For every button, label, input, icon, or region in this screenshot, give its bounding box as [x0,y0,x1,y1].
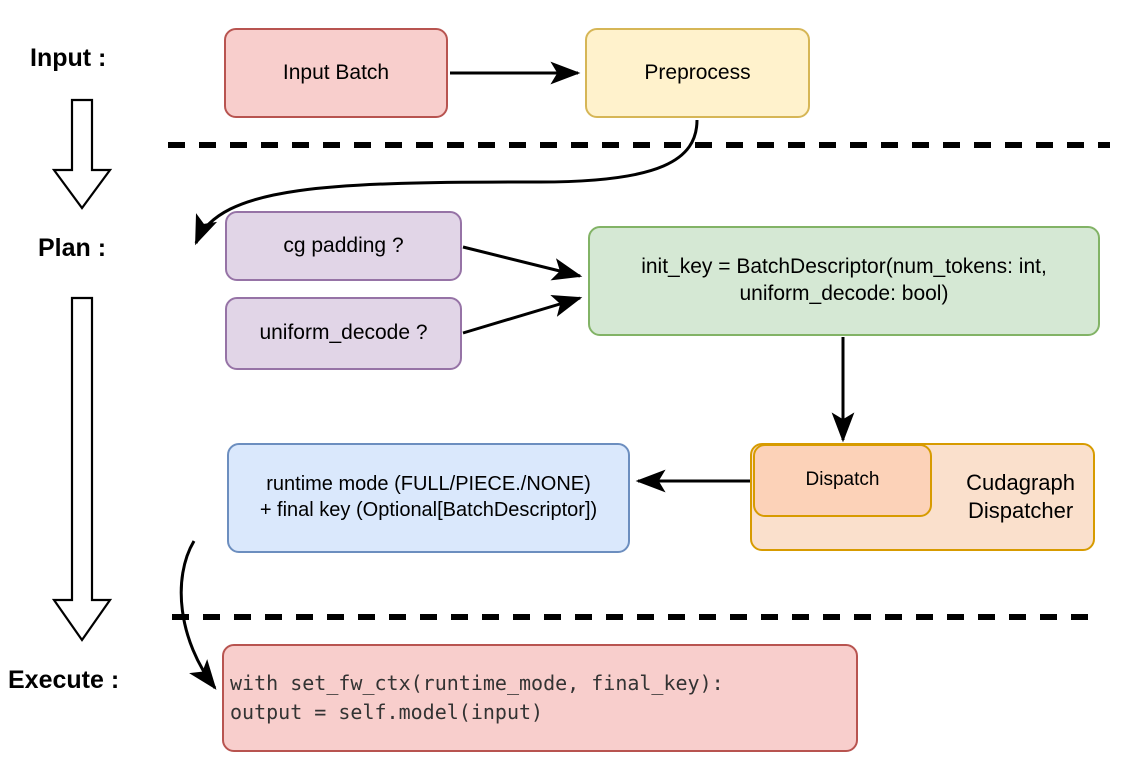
node-input-batch-label: Input Batch [282,60,390,84]
node-runtime-mode-label: runtime mode (FULL/PIECE./NONE) + final … [259,473,598,521]
node-preprocess-label: Preprocess [644,60,751,84]
stage-label-execute: Execute : [8,666,120,694]
node-dispatch[interactable]: Dispatch [753,444,932,517]
connector-uniform-decode-to-init-key [462,294,583,335]
node-cg-padding[interactable]: cg padding ? [225,211,462,281]
node-cg-padding-label: cg padding ? [283,233,404,257]
node-dispatch-label: Dispatch [805,469,880,491]
node-preprocess[interactable]: Preprocess [585,28,810,118]
node-runtime-mode[interactable]: runtime mode (FULL/PIECE./NONE) + final … [227,443,630,553]
connector-cg-padding-to-init-key [462,245,583,281]
stage-label-plan: Plan : [38,234,107,262]
node-cudagraph-dispatcher-label: Cudagraph Dispatcher [966,469,1075,523]
plan-to-execute-block-arrow [51,296,113,642]
stage-label-input: Input : [30,44,107,72]
node-execute-code[interactable]: with set_fw_ctx(runtime_mode, final_key)… [222,644,858,752]
node-init-key-label: init_key = BatchDescriptor(num_tokens: i… [641,255,1047,305]
node-init-key[interactable]: init_key = BatchDescriptor(num_tokens: i… [588,226,1100,336]
connector-runtime-mode-to-execute-code [179,540,217,690]
node-uniform-decode-label: uniform_decode ? [259,321,428,345]
input-to-plan-block-arrow [51,98,113,210]
node-uniform-decode[interactable]: uniform_decode ? [225,297,462,370]
node-input-batch[interactable]: Input Batch [224,28,448,118]
node-execute-code-label: with set_fw_ctx(runtime_mode, final_key)… [230,671,724,724]
